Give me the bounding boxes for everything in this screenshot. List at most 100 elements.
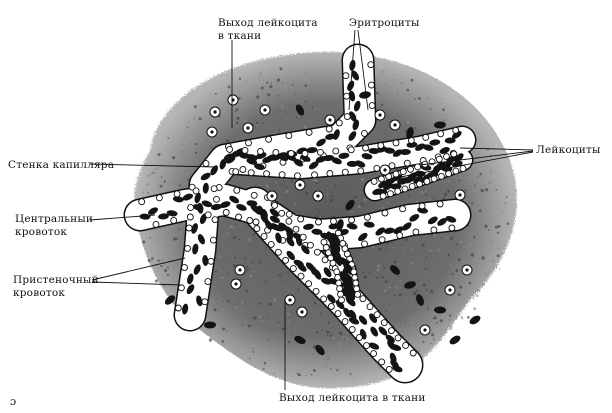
parietal-cell (407, 165, 414, 173)
erythrocyte (306, 147, 318, 154)
tissue-speckle (484, 224, 488, 228)
tissue-speckle (468, 281, 472, 285)
tissue-speckle (278, 273, 282, 277)
erythrocyte (264, 220, 273, 230)
tissue-speckle (221, 339, 225, 343)
tissue-speckle (255, 121, 259, 125)
tissue-speckle (411, 247, 414, 250)
parietal-cell (341, 168, 349, 176)
tissue-speckle (262, 101, 265, 105)
tissue-speckle (406, 88, 410, 92)
tissue-speckle (401, 115, 404, 118)
leader-line (91, 281, 183, 286)
parietal-cell (210, 185, 218, 193)
tissue-speckle (317, 302, 319, 304)
tissue-speckle (416, 105, 420, 109)
tissue-speckle (429, 342, 432, 345)
tissue-speckle (180, 155, 184, 159)
tissue-speckle (251, 346, 254, 350)
tissue-speckle (405, 238, 408, 242)
parietal-cell (185, 224, 193, 232)
parietal-cell (350, 268, 358, 276)
parietal-cell (348, 216, 356, 224)
erythrocyte (191, 223, 198, 234)
erythrocyte (429, 139, 441, 146)
tissue-speckle (376, 276, 379, 280)
parietal-cell (315, 218, 322, 226)
tissue-speckle (273, 298, 277, 302)
tissue-speckle (397, 96, 400, 99)
tissue-speckle (268, 302, 272, 306)
tissue-speckle (266, 81, 269, 84)
tissue-speckle (473, 307, 477, 311)
parietal-cell (278, 171, 286, 179)
tissue-speckle (163, 285, 166, 287)
tissue-speckle (417, 349, 421, 353)
tissue-speckle (338, 331, 343, 336)
tissue-speckle (226, 232, 229, 235)
tissue-speckle (277, 321, 280, 324)
tissue-speckle (344, 341, 347, 343)
corner-mark: ɔ (10, 395, 17, 408)
parietal-cell (213, 195, 220, 203)
tissue-speckle (457, 258, 461, 262)
tissue-speckle (235, 108, 239, 112)
parietal-cell (430, 226, 438, 234)
tissue-speckle (349, 373, 352, 375)
leukocyte-nucleus (298, 183, 302, 187)
parietal-cell (436, 200, 444, 208)
erythrocyte (210, 165, 219, 176)
tissue-speckle (154, 167, 158, 171)
tissue-speckle (414, 334, 418, 338)
tissue-speckle (227, 272, 229, 275)
tissue-speckle (472, 206, 475, 210)
parietal-cell (355, 334, 363, 342)
erythrocyte (331, 157, 342, 165)
erythrocyte (308, 161, 319, 170)
parietal-cell (367, 81, 375, 89)
tissue-speckle (424, 118, 427, 121)
erythrocyte (402, 222, 412, 231)
parietal-cell (301, 150, 309, 158)
tissue-speckle (312, 369, 316, 372)
tissue-speckle (430, 333, 435, 337)
tissue-speckle (259, 302, 262, 305)
erythrocyte (351, 70, 360, 81)
tissue-speckle (488, 229, 490, 231)
tissue-speckle (215, 297, 218, 300)
parietal-cell (204, 278, 212, 286)
label-exit-top-2: в ткани (218, 30, 262, 42)
tissue-speckle (432, 338, 435, 341)
tissue-speckle (484, 188, 489, 192)
leukocyte-nucleus (316, 194, 320, 198)
tissue-speckle (258, 258, 260, 261)
parietal-cell (373, 311, 381, 319)
tissue-speckle (319, 312, 322, 315)
tissue-speckle (164, 269, 168, 273)
tissue-speckle (269, 84, 273, 89)
parietal-cell (247, 169, 255, 177)
erythrocyte (422, 144, 434, 151)
tissue-speckle (234, 110, 237, 113)
erythrocyte (193, 264, 201, 275)
tissue-speckle (235, 121, 239, 125)
tissue-speckle (266, 317, 268, 319)
tissue-speckle (362, 140, 366, 143)
tissue-speckle (178, 228, 180, 231)
parietal-cell (306, 241, 314, 249)
parietal-cell (403, 159, 411, 167)
erythrocyte (346, 290, 356, 301)
erythrocyte (139, 213, 151, 220)
tissue-speckle (497, 224, 501, 228)
parietal-cell (381, 209, 389, 217)
label-erythrocytes: Эритроциты (349, 17, 420, 29)
parietal-cell (241, 146, 249, 154)
tissue-speckle (193, 116, 197, 120)
tissue-speckle (288, 271, 291, 274)
capillary-lumen (212, 127, 475, 178)
erythrocyte (181, 303, 189, 315)
parietal-cell (343, 113, 351, 121)
tissue-speckle (393, 260, 397, 264)
tissue-speckle (245, 270, 247, 272)
tissue-speckle (452, 190, 455, 192)
